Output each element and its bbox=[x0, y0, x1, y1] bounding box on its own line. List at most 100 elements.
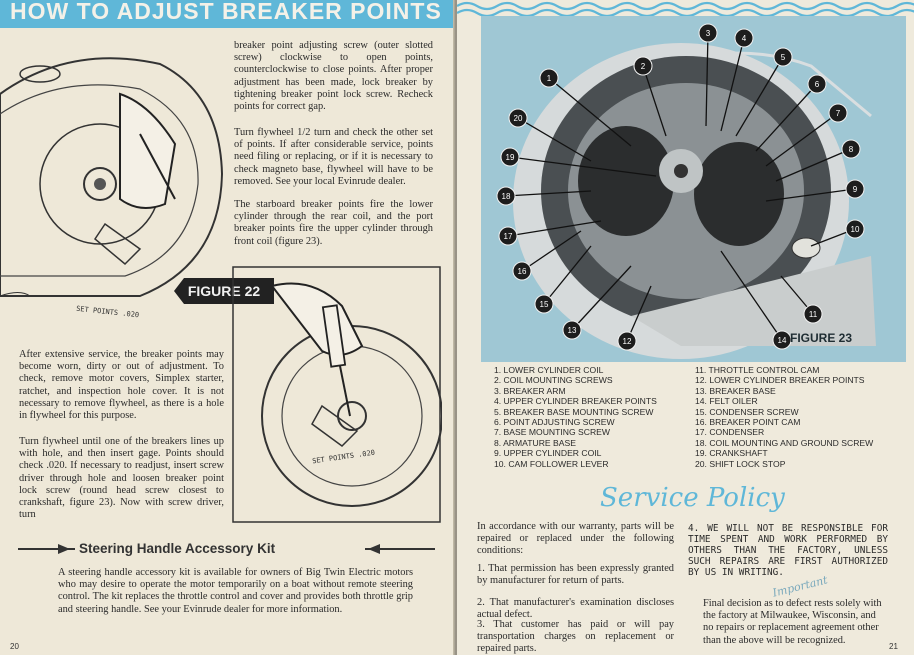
callout-leader bbox=[755, 83, 818, 152]
callout-leader bbox=[642, 65, 667, 137]
callout-number: 18 bbox=[502, 192, 511, 201]
callout-number: 4 bbox=[742, 34, 747, 43]
legend-item: 14. FELT OILER bbox=[695, 396, 758, 407]
policy-intro: In accordance with our warranty, parts w… bbox=[477, 521, 674, 557]
legend-item: 16. BREAKER POINT CAM bbox=[695, 417, 801, 428]
steering-kit-title: Steering Handle Accessory Kit bbox=[75, 541, 280, 556]
callout-number: 16 bbox=[518, 267, 527, 276]
legend-item: 10. CAM FOLLOWER LEVER bbox=[494, 458, 609, 469]
legend-item: 8. ARMATURE BASE bbox=[494, 437, 576, 448]
figure-22-label: FIGURE 22 bbox=[174, 278, 274, 304]
callout-number: 13 bbox=[568, 326, 577, 335]
col2-paragraph-3: The starboard breaker points fire the lo… bbox=[234, 199, 433, 247]
callout-number: 6 bbox=[815, 80, 820, 89]
callout-marker bbox=[734, 28, 754, 48]
callout-marker bbox=[508, 108, 528, 128]
callout-marker bbox=[496, 186, 516, 206]
binding-gutter bbox=[453, 0, 459, 655]
legend-item: 3. BREAKER ARM bbox=[494, 385, 566, 396]
callout-number: 10 bbox=[851, 225, 860, 234]
legend-item: 9. UPPER CYLINDER COIL bbox=[494, 448, 602, 459]
callout-marker bbox=[841, 139, 861, 159]
legend-item: 12. LOWER CYLINDER BREAKER POINTS bbox=[695, 375, 865, 386]
callout-marker bbox=[828, 103, 848, 123]
legend-item: 2. COIL MOUNTING SCREWS bbox=[494, 375, 613, 386]
callout-number: 7 bbox=[836, 109, 841, 118]
callout-marker bbox=[698, 23, 718, 43]
legend-item: 13. BREAKER BASE bbox=[695, 385, 776, 396]
callout-leader bbox=[626, 285, 652, 342]
callout-number: 9 bbox=[853, 185, 858, 194]
callout-number: 15 bbox=[540, 300, 549, 309]
page-number-right: 21 bbox=[889, 642, 898, 651]
callout-leader bbox=[720, 250, 783, 341]
legend-item: 15. CONDENSER SCREW bbox=[695, 406, 799, 417]
legend-item: 4. UPPER CYLINDER BREAKER POINTS bbox=[494, 396, 657, 407]
col2-paragraph-2: Turn flywheel 1/2 turn and check the oth… bbox=[234, 127, 433, 187]
callout-marker bbox=[803, 304, 823, 324]
callout-leader bbox=[765, 188, 856, 202]
legend-item: 6. POINT ADJUSTING SCREW bbox=[494, 417, 615, 428]
callout-number: 19 bbox=[506, 153, 515, 162]
callout-number: 1 bbox=[547, 74, 552, 83]
legend-item: 18. COIL MOUNTING AND GROUND SCREW bbox=[695, 437, 874, 448]
col2-paragraph-1: breaker point adjusting screw (outer slo… bbox=[234, 40, 433, 113]
page-title: HOW TO ADJUST BREAKER POINTS bbox=[10, 0, 442, 24]
callout-marker bbox=[562, 320, 582, 340]
callout-leader bbox=[521, 230, 582, 272]
steering-kit-text: A steering handle accessory kit is avail… bbox=[58, 567, 413, 615]
callout-number: 8 bbox=[849, 145, 854, 154]
steering-header-rule bbox=[18, 544, 435, 554]
callout-marker bbox=[845, 219, 865, 239]
callout-marker bbox=[617, 331, 637, 351]
legend-item: 5. BREAKER BASE MOUNTING SCREW bbox=[494, 406, 654, 417]
policy-final: Final decision as to defect rests solely… bbox=[703, 598, 882, 646]
policy-condition-3: 3. That customer has paid or will pay tr… bbox=[477, 619, 674, 655]
callout-marker bbox=[498, 226, 518, 246]
col1-paragraph-2: Turn flywheel until one of the breakers … bbox=[19, 436, 224, 521]
callout-number: 17 bbox=[504, 232, 513, 241]
callout-marker bbox=[772, 330, 792, 350]
callout-marker bbox=[512, 261, 532, 281]
callout-leader bbox=[765, 112, 839, 167]
figure-22-caption: SET POINTS .020 bbox=[75, 304, 140, 320]
legend-item: 1. LOWER CYLINDER COIL bbox=[494, 365, 604, 375]
callout-marker bbox=[845, 179, 865, 199]
callout-leader bbox=[720, 37, 745, 132]
callout-leader bbox=[571, 265, 632, 331]
callout-leader bbox=[517, 117, 592, 162]
policy-condition-2: 2. That manufacturer's examination discl… bbox=[477, 597, 674, 621]
service-policy-title: Service Policy bbox=[600, 483, 785, 513]
callout-number: 2 bbox=[641, 62, 646, 71]
callout-leader bbox=[548, 77, 632, 147]
callout-leader bbox=[735, 56, 784, 137]
flywheel-illustration bbox=[0, 57, 224, 297]
callout-marker bbox=[500, 147, 520, 167]
page-number-left: 20 bbox=[10, 642, 19, 651]
callout-marker bbox=[539, 68, 559, 88]
callout-number: 11 bbox=[809, 310, 818, 319]
callout-marker bbox=[534, 294, 554, 314]
policy-condition-1: 1. That permission has been expressly gr… bbox=[477, 563, 674, 587]
callout-number: 12 bbox=[623, 337, 632, 346]
legend-item: 7. BASE MOUNTING SCREW bbox=[494, 427, 611, 438]
callout-marker bbox=[633, 56, 653, 76]
callout-leader bbox=[509, 156, 657, 177]
callout-leader bbox=[775, 148, 852, 182]
col1-paragraph-1: After extensive service, the breaker poi… bbox=[19, 349, 224, 422]
legend-item: 19. CRANKSHAFT bbox=[695, 448, 768, 459]
callout-leader bbox=[507, 220, 602, 237]
callout-leader bbox=[505, 190, 592, 197]
legend-right: 11. THROTTLE CONTROL CAM 12. LOWER CYLIN… bbox=[695, 365, 910, 469]
policy-condition-4: 4. WE WILL NOT BE RESPONSIBLE FOR TIME S… bbox=[688, 523, 888, 578]
header-band bbox=[0, 0, 455, 28]
legend-item: 17. CONDENSER bbox=[695, 427, 765, 438]
left-page: HOW TO ADJUST BREAKER POINTS breaker poi… bbox=[0, 0, 455, 655]
legend-item: 11. THROTTLE CONTROL CAM bbox=[695, 365, 820, 375]
screwdriver-illustration bbox=[232, 266, 442, 523]
callout-marker bbox=[807, 74, 827, 94]
